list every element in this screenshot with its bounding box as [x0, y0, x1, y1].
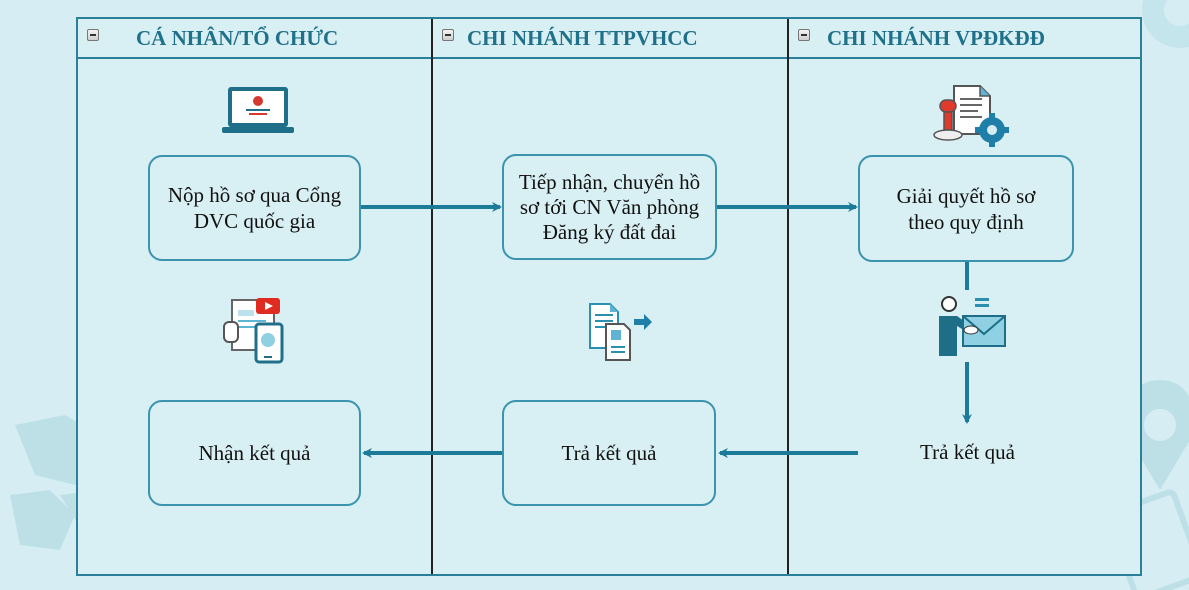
lane-title: CHI NHÁNH TTPVHCC — [467, 26, 698, 50]
step-label: Giải quyết hồ sơ theo quy định — [896, 183, 1036, 234]
header-divider — [78, 57, 1140, 59]
step-submit: Nộp hồ sơ qua Cổng DVC quốc gia — [148, 155, 361, 261]
document-video-phone-icon — [223, 298, 284, 364]
step-receive-result: Nhận kết quả — [148, 400, 361, 506]
lane-divider — [787, 19, 789, 574]
step-label: Nộp hồ sơ qua Cổng DVC quốc gia — [167, 183, 342, 233]
lane-header-vpdkdd: CHI NHÁNH VPĐKĐĐ — [789, 19, 1142, 57]
step-return-vpdkdd: Trả kết quả — [920, 440, 1015, 464]
gear-decoration-icon — [1142, 0, 1189, 48]
lane-header-ca-nhan: CÁ NHÂN/TỔ CHỨC — [78, 19, 431, 57]
lane-header-ttpvhcc: CHI NHÁNH TTPVHCC — [433, 19, 787, 57]
collapse-icon[interactable] — [798, 29, 810, 41]
document-transfer-icon — [589, 303, 652, 361]
laptop-portal-icon — [222, 87, 294, 133]
step-label: Trả kết quả — [561, 441, 657, 465]
collapse-icon[interactable] — [87, 29, 99, 41]
lane-title: CHI NHÁNH VPĐKĐĐ — [827, 26, 1045, 50]
step-label: Tiếp nhận, chuyển hồ sơ tới CN Văn phòng… — [518, 169, 701, 244]
lane-divider — [431, 19, 433, 574]
step-label: Nhận kết quả — [198, 441, 311, 465]
lane-title: CÁ NHÂN/TỔ CHỨC — [136, 26, 339, 50]
collapse-icon[interactable] — [442, 29, 454, 41]
step-process: Giải quyết hồ sơ theo quy định — [858, 155, 1074, 262]
document-stamp-gear-icon — [933, 85, 1009, 147]
step-return-ttpvhcc: Trả kết quả — [502, 400, 716, 506]
person-mail-icon — [939, 296, 1006, 356]
step-receive-transfer: Tiếp nhận, chuyển hồ sơ tới CN Văn phòng… — [502, 154, 717, 260]
